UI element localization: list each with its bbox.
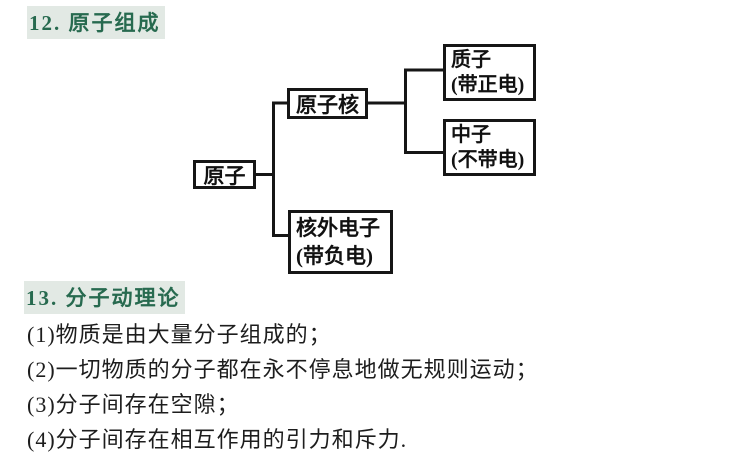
node-proton-label: 质子 <box>451 48 491 71</box>
kinetic-theory-item-4: (4)分子间存在相互作用的引力和斥力. <box>27 427 408 452</box>
node-electron-charge: (带负电) <box>296 244 373 268</box>
node-electron: 核外电子 (带负电) <box>288 210 393 274</box>
kinetic-theory-list: (1)物质是由大量分子组成的； (2)一切物质的分子都在永不停息地做无规则运动；… <box>27 317 539 457</box>
node-proton: 质子 (带正电) <box>443 44 536 101</box>
node-neutron: 中子 (不带电) <box>443 119 536 176</box>
kinetic-theory-item-1: (1)物质是由大量分子组成的； <box>27 322 332 347</box>
node-electron-label: 核外电子 <box>296 216 380 240</box>
node-neutron-charge: (不带电) <box>451 148 525 171</box>
kinetic-theory-item-3: (3)分子间存在空隙； <box>27 392 240 417</box>
section-13-heading: 13. 分子动理论 <box>24 281 185 314</box>
node-atom-label: 原子 <box>203 163 246 188</box>
node-nucleus: 原子核 <box>287 88 368 119</box>
node-nucleus-label: 原子核 <box>296 92 359 117</box>
node-neutron-label: 中子 <box>451 123 491 146</box>
section-12-heading: 12. 原子组成 <box>27 6 165 39</box>
node-atom: 原子 <box>193 160 256 189</box>
node-proton-charge: (带正电) <box>451 73 525 96</box>
kinetic-theory-item-2: (2)一切物质的分子都在永不停息地做无规则运动； <box>27 357 539 382</box>
